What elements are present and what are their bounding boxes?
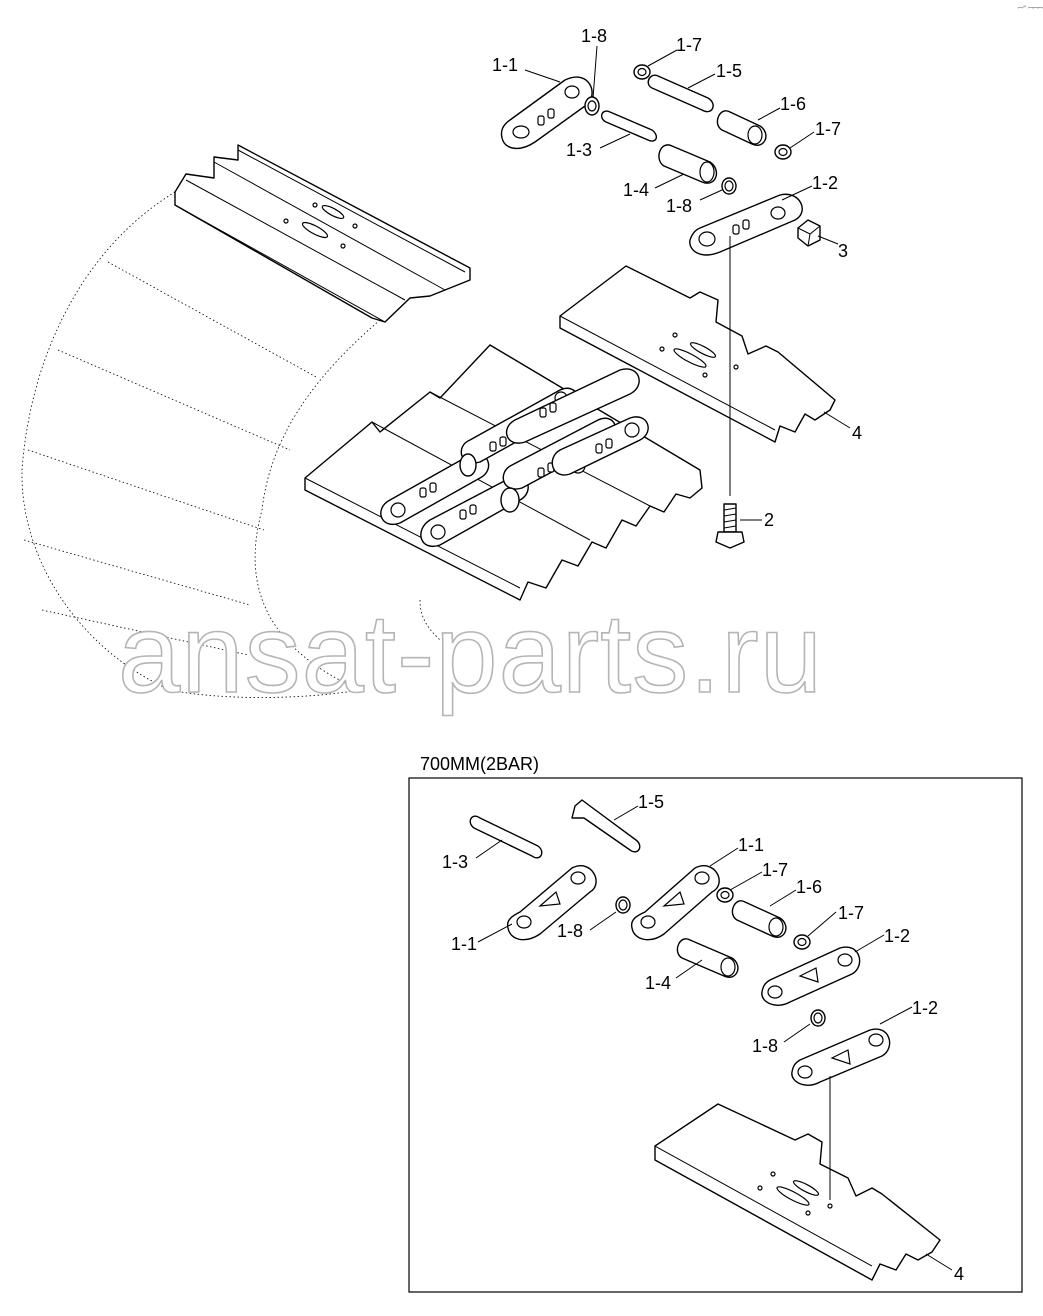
- part-2-bolt: [715, 503, 745, 549]
- part-1-5-pin: [647, 74, 714, 113]
- part-3-nut: [797, 219, 821, 247]
- label-inset-1-2b: 1-2: [912, 998, 938, 1018]
- label-inset-1-6: 1-6: [796, 877, 822, 897]
- part-1-2-link: [689, 193, 803, 256]
- inset-frame: [408, 777, 1023, 1293]
- label-top-1-8b: 1-8: [666, 196, 692, 216]
- top-leaders: [524, 45, 851, 521]
- track-shoe-lower-assembly: [304, 344, 703, 601]
- label-top-2: 2: [764, 510, 774, 530]
- track-shoe-upper: [174, 144, 471, 323]
- track-belt-outline: [21, 191, 441, 698]
- label-inset-1-1a: 1-1: [738, 835, 764, 855]
- label-inset-1-7b: 1-7: [838, 903, 864, 923]
- inset-part-1-6-bushing: [731, 900, 787, 938]
- label-top-1-7a: 1-7: [676, 35, 702, 55]
- label-inset-1-1b: 1-1: [451, 934, 477, 954]
- label-inset-1-3: 1-3: [442, 852, 468, 872]
- label-top-3: 3: [838, 241, 848, 261]
- inset-part-1-1-link-right: [630, 865, 720, 941]
- inset-part-1-2-link-b: [791, 1028, 891, 1086]
- part-1-3-pin: [600, 110, 658, 142]
- label-inset-1-8a: 1-8: [557, 921, 583, 941]
- label-top-1-3: 1-3: [566, 140, 592, 160]
- inset-part-1-3-pin: [469, 815, 543, 859]
- inset-part-1-2-link-a: [761, 946, 861, 1006]
- part-1-6-bushing: [716, 110, 767, 146]
- label-inset-1-4: 1-4: [645, 973, 671, 993]
- label-inset-1-2a: 1-2: [884, 926, 910, 946]
- inset-part-4-shoe: [654, 1103, 941, 1281]
- inset-title: 700MM(2BAR): [420, 754, 539, 774]
- label-top-1-4: 1-4: [623, 180, 649, 200]
- label-top-1-5: 1-5: [716, 61, 742, 81]
- label-inset-1-5: 1-5: [638, 792, 664, 812]
- label-top-1-8a: 1-8: [581, 26, 607, 46]
- inset-leaders: [475, 805, 953, 1271]
- part-1-1-link: [500, 76, 593, 149]
- label-inset-1-8b: 1-8: [752, 1036, 778, 1056]
- label-top-1-1: 1-1: [492, 55, 518, 75]
- label-inset-4: 4: [954, 1264, 964, 1284]
- label-top-1-7b: 1-7: [815, 119, 841, 139]
- label-top-1-6: 1-6: [780, 94, 806, 114]
- label-top-4: 4: [852, 423, 862, 443]
- label-inset-1-7a: 1-7: [762, 860, 788, 880]
- inset-part-1-1-link-left: [506, 865, 597, 941]
- label-top-1-2: 1-2: [812, 173, 838, 193]
- inset-part-1-5-pin: [571, 799, 641, 853]
- part-1-4-bushing: [658, 144, 718, 184]
- part-4-shoe-upper: [559, 265, 836, 443]
- inset-part-1-4-bushing: [676, 938, 739, 978]
- corner-code: ꟷ°' ꟷꟷꟷ: [1018, 6, 1043, 12]
- watermark: ansat-parts.ru: [118, 591, 823, 716]
